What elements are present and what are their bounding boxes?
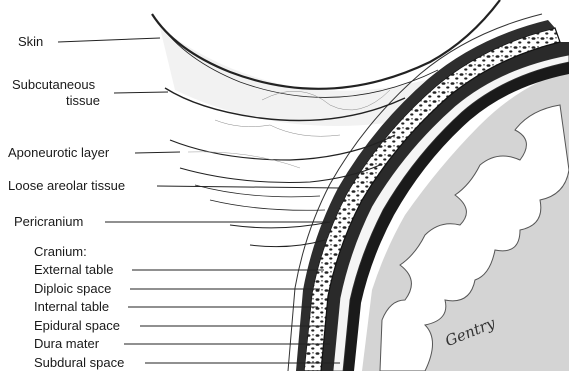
label-loose-areolar-tissue: Loose areolar tissue — [8, 179, 125, 193]
label-pericranium: Pericranium — [14, 215, 83, 229]
label-subdural-space: Subdural space — [34, 356, 124, 370]
label-aponeurotic-layer: Aponeurotic layer — [8, 146, 109, 160]
label-epidural-space: Epidural space — [34, 319, 120, 333]
label-external-table: External table — [34, 263, 114, 277]
label-dura-mater: Dura mater — [34, 337, 99, 351]
label-subcutaneous-line2: tissue — [66, 94, 100, 108]
label-subcutaneous-line1: Subcutaneous — [12, 78, 95, 92]
label-skin: Skin — [18, 35, 43, 49]
label-diploic-space: Diploic space — [34, 282, 111, 296]
label-internal-table: Internal table — [34, 300, 109, 314]
label-cranium: Cranium: — [34, 245, 87, 259]
